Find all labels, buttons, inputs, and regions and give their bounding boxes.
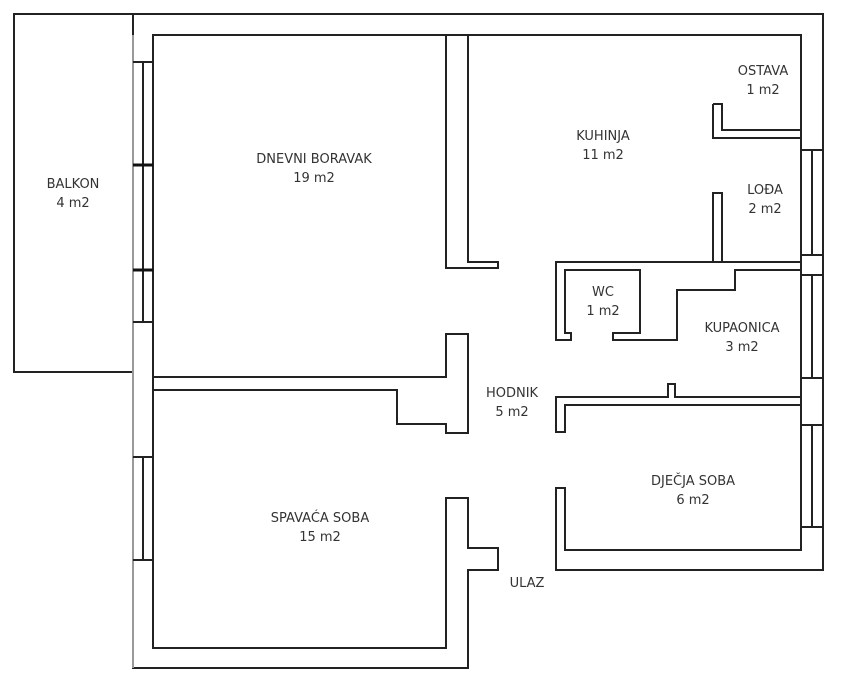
room-area: 6 m2 [676, 493, 710, 508]
room-area: 19 m2 [293, 171, 335, 186]
room-area: 5 m2 [495, 405, 529, 420]
room-name: DNEVNI BORAVAK [256, 152, 372, 167]
room-label-loda: LOĐA 2 m2 [747, 181, 783, 219]
room-name: OSTAVA [737, 64, 789, 79]
room-area: 11 m2 [582, 148, 624, 163]
entrance-label: ULAZ [509, 576, 545, 591]
room-area: 1 m2 [746, 83, 780, 98]
room-label-ostava: OSTAVA 1 m2 [738, 62, 788, 100]
right-windows [801, 149, 823, 528]
room-label-djecja-soba: DJEČJA SOBA 6 m2 [651, 472, 735, 510]
room-name: KUPAONICA [704, 321, 780, 336]
room-name: SPAVAĆA SOBA [270, 511, 370, 526]
room-name: DJEČJA SOBA [650, 474, 736, 489]
room-area: 1 m2 [586, 304, 620, 319]
room-name: BALKON [46, 177, 100, 192]
outer-walls [132, 13, 824, 669]
left-windows [133, 61, 153, 561]
room-label-kupaonica: KUPAONICA 3 m2 [704, 319, 779, 357]
room-label-spavaca-soba: SPAVAĆA SOBA 15 m2 [271, 509, 369, 547]
room-label-kuhinja: KUHINJA 11 m2 [576, 127, 630, 165]
room-name: HODNIK [485, 386, 539, 401]
room-name: LOĐA [747, 183, 783, 198]
room-label-wc: WC 1 m2 [586, 283, 619, 321]
room-label-balkon: BALKON 4 m2 [47, 175, 100, 213]
room-name: KUHINJA [576, 129, 630, 144]
room-area: 4 m2 [56, 196, 90, 211]
room-label-hodnik: HODNIK 5 m2 [486, 384, 538, 422]
room-area: 15 m2 [299, 530, 341, 545]
room-label-dnevni-boravak: DNEVNI BORAVAK 19 m2 [256, 150, 372, 188]
room-name: WC [592, 285, 614, 300]
room-area: 2 m2 [748, 202, 782, 217]
interior-walls [153, 35, 802, 434]
room-area: 3 m2 [725, 340, 759, 355]
